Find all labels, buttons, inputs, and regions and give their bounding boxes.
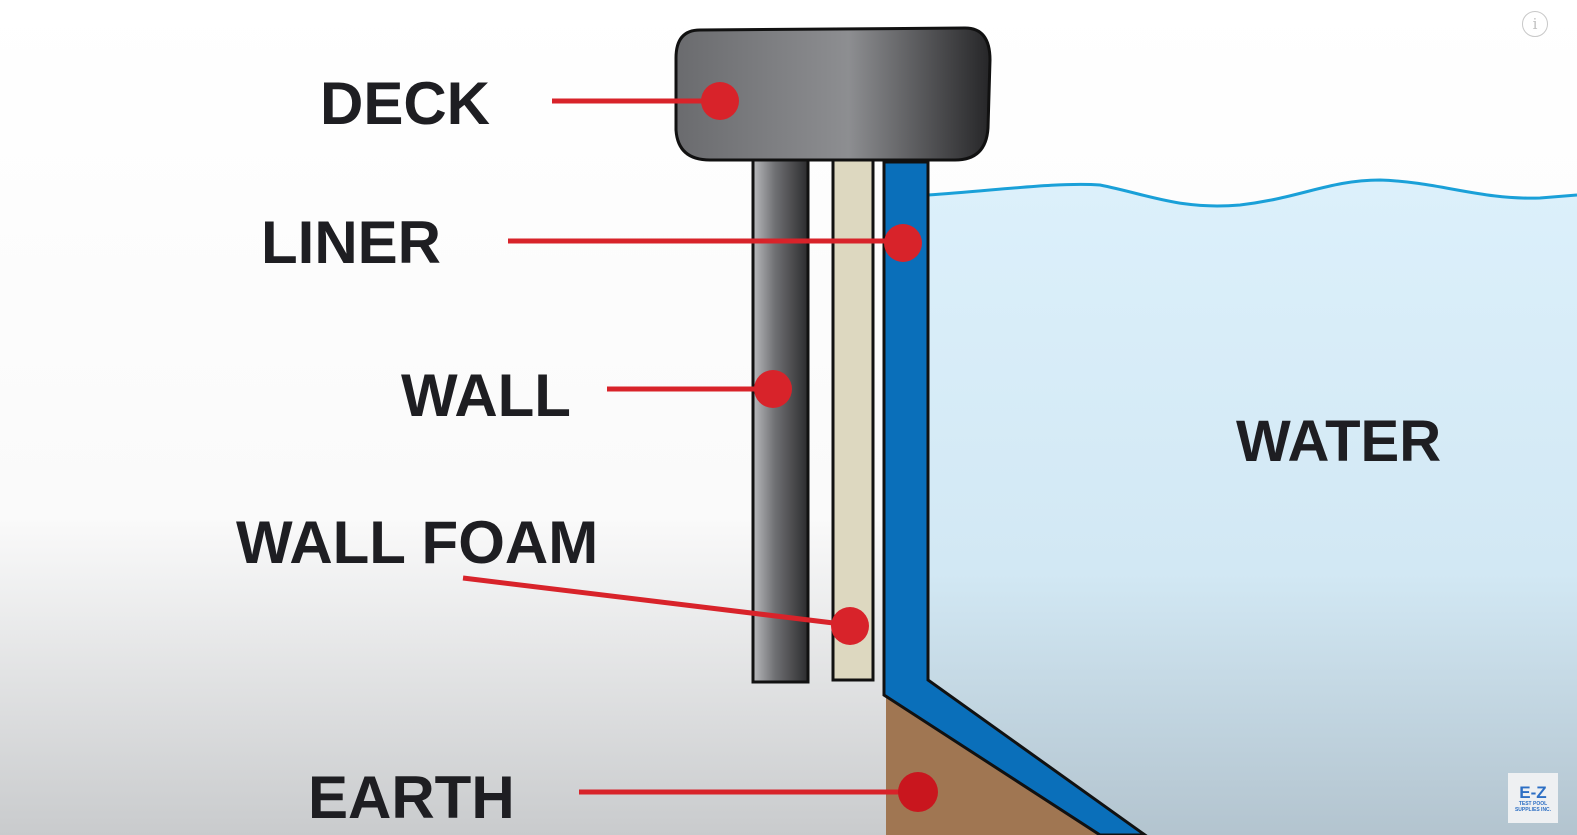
earth-pointer-dot: [898, 772, 938, 812]
deck: [674, 26, 992, 162]
wall: [751, 153, 810, 684]
wall-pointer-dot: [754, 370, 792, 408]
foam-pointer-dot: [831, 607, 869, 645]
water-area: [928, 180, 1577, 835]
ez-test-pool-logo: E-Z TEST POOL SUPPLIES INC.: [1508, 773, 1558, 823]
label-deck: DECK: [320, 70, 490, 137]
water-surface-wave: [927, 178, 1577, 208]
deck-pointer-dot: [701, 82, 739, 120]
label-wall: WALL: [401, 362, 571, 429]
label-liner: LINER: [261, 209, 441, 276]
wall-foam: [831, 153, 875, 682]
label-wall-foam: WALL FOAM: [236, 509, 598, 576]
foam-pointer-line: [462, 575, 851, 628]
liner-pointer-dot: [884, 224, 922, 262]
info-icon[interactable]: i: [1522, 11, 1548, 37]
label-water: WATER: [1236, 409, 1441, 474]
logo-line2: SUPPLIES INC.: [1514, 806, 1552, 813]
label-earth: EARTH: [308, 764, 515, 831]
logo-brand: E-Z: [1519, 782, 1547, 802]
logo-line1: TEST POOL: [1518, 800, 1548, 807]
